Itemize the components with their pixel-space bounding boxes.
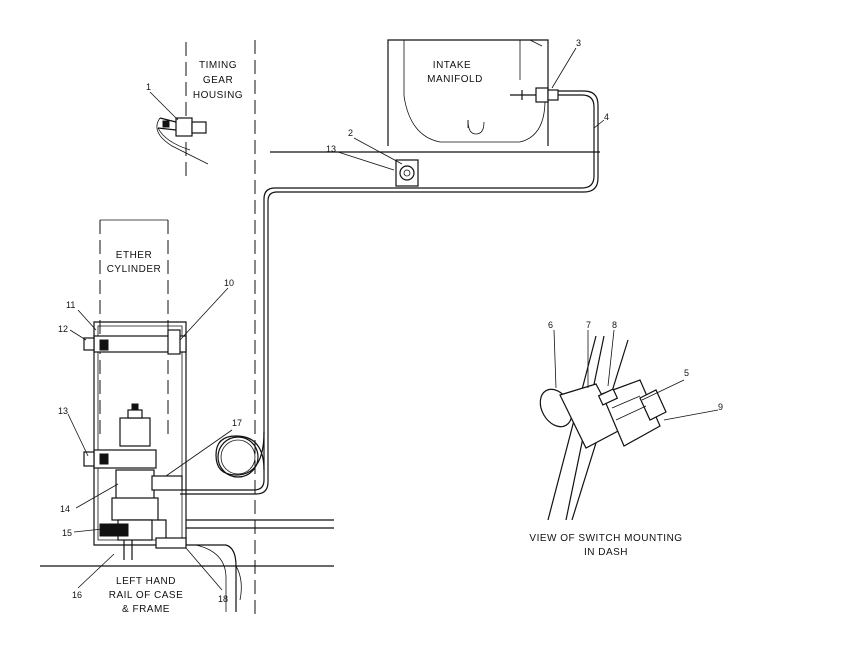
callout-1: 1 xyxy=(146,82,151,92)
ether-line-tubing xyxy=(180,90,599,495)
frame-rail xyxy=(40,519,334,612)
callout-3: 3 xyxy=(576,38,581,48)
label-view-2: IN DASH xyxy=(584,547,628,558)
callout-numbers: 1 2 3 4 5 6 7 8 9 10 11 12 13 13 14 15 1… xyxy=(58,38,723,604)
callout-4: 4 xyxy=(604,112,609,122)
leader-lines xyxy=(67,47,719,591)
label-view-1: VIEW OF SWITCH MOUNTING xyxy=(529,533,682,544)
callout-6: 6 xyxy=(548,320,553,330)
label-intake-2: MANIFOLD xyxy=(427,74,483,85)
callout-14: 14 xyxy=(60,504,70,514)
callout-8: 8 xyxy=(612,320,617,330)
callout-13-bottom: 13 xyxy=(58,406,68,416)
callout-2: 2 xyxy=(348,128,353,138)
dash-switch xyxy=(539,335,667,521)
callout-17: 17 xyxy=(232,418,242,428)
label-timing-1: TIMING xyxy=(199,60,237,71)
mounting-bracket xyxy=(83,321,187,546)
label-rail-3: & FRAME xyxy=(122,604,170,615)
label-ether-2: CYLINDER xyxy=(107,264,162,275)
callout-15: 15 xyxy=(62,528,72,538)
callout-11: 11 xyxy=(66,300,75,310)
temperature-switch xyxy=(156,117,209,165)
callout-9: 9 xyxy=(718,402,723,412)
label-rail-1: LEFT HAND xyxy=(116,576,176,587)
label-ether-1: ETHER xyxy=(116,250,152,261)
valve-solenoid xyxy=(99,403,187,560)
callout-18: 18 xyxy=(218,594,228,604)
callout-16: 16 xyxy=(72,590,82,600)
callout-7: 7 xyxy=(586,320,591,330)
callout-10: 10 xyxy=(224,278,234,288)
callout-5: 5 xyxy=(684,368,689,378)
label-timing-2: GEAR xyxy=(203,75,233,86)
callout-13-top: 13 xyxy=(326,144,336,154)
atomizer-fitting xyxy=(510,87,559,103)
label-intake-1: INTAKE xyxy=(433,60,471,71)
callout-12: 12 xyxy=(58,324,68,334)
label-timing-3: HOUSING xyxy=(193,90,243,101)
timing-gear-housing: TIMING GEAR HOUSING xyxy=(185,42,243,178)
label-rail-2: RAIL OF CASE xyxy=(109,590,184,601)
tube-clip xyxy=(395,159,419,187)
